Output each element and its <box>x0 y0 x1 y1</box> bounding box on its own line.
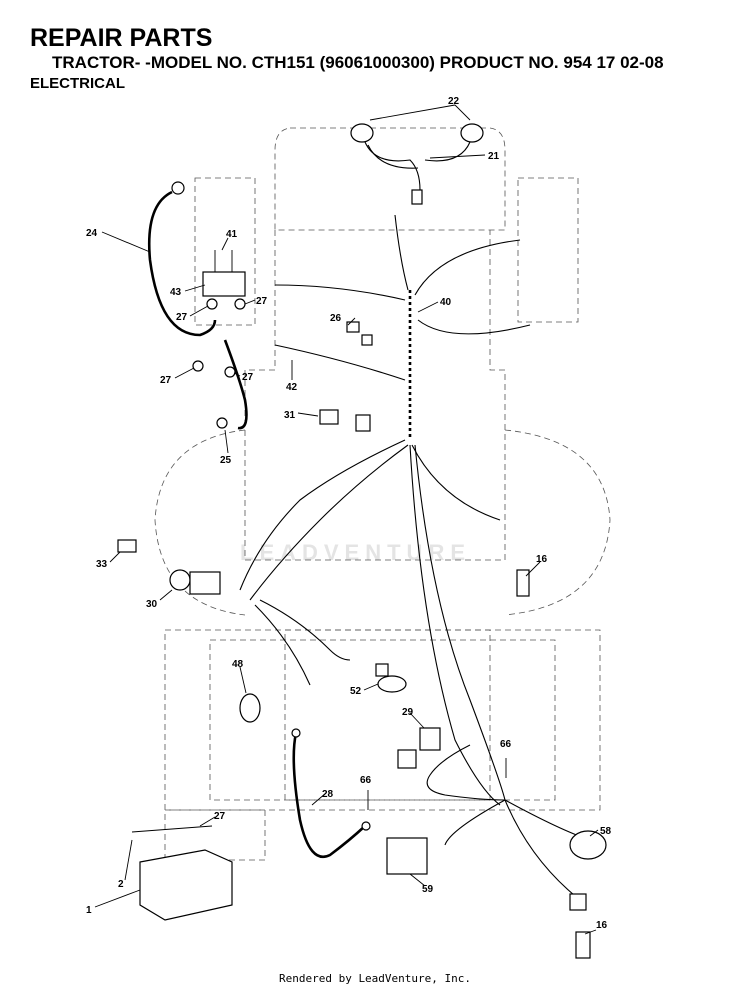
label-27-lower-right: 27 <box>242 372 254 383</box>
label-24: 24 <box>86 228 98 239</box>
label-66-right: 66 <box>500 739 512 750</box>
label-48: 48 <box>232 659 244 670</box>
label-1: 1 <box>86 905 92 916</box>
label-31: 31 <box>284 410 296 421</box>
label-27-lower-left: 27 <box>160 375 172 386</box>
label-40: 40 <box>440 297 452 308</box>
section-name: ELECTRICAL <box>30 75 125 92</box>
label-29: 29 <box>402 707 414 718</box>
label-28: 28 <box>322 789 334 800</box>
leader-lines <box>94 104 599 935</box>
label-42: 42 <box>286 382 298 393</box>
main-harness <box>239 214 591 901</box>
label-66-left: 66 <box>360 775 372 786</box>
page-header: REPAIR PARTS TRACTOR- -MODEL NO. CTH151 … <box>30 24 664 94</box>
footer-credit: Rendered by LeadVenture, Inc. <box>278 972 472 985</box>
label-27-upper-left: 27 <box>176 312 188 323</box>
label-27-upper-right: 27 <box>256 296 268 307</box>
label-33: 33 <box>96 559 108 570</box>
part-labels: 22 21 24 41 43 27 27 27 27 26 40 42 31 2… <box>86 96 612 931</box>
label-43: 43 <box>170 287 182 298</box>
label-58: 58 <box>600 826 612 837</box>
model-subtitle: TRACTOR- -MODEL NO. CTH151 (96061000300)… <box>52 53 664 72</box>
label-22: 22 <box>448 96 460 107</box>
headlight-assembly <box>350 123 484 205</box>
label-41: 41 <box>226 229 238 240</box>
component-parts <box>117 321 607 959</box>
label-30: 30 <box>146 599 158 610</box>
label-25: 25 <box>220 455 232 466</box>
tractor-outline <box>154 127 611 861</box>
label-52: 52 <box>350 686 362 697</box>
label-16-upper: 16 <box>536 554 548 565</box>
label-2: 2 <box>118 879 124 890</box>
label-59: 59 <box>422 884 434 895</box>
watermark: LEADVENTURE <box>240 540 472 565</box>
label-27-battery: 27 <box>214 811 226 822</box>
page-title: REPAIR PARTS <box>30 24 213 52</box>
solenoid-assembly <box>147 181 248 430</box>
label-21: 21 <box>488 151 500 162</box>
label-26: 26 <box>330 313 342 324</box>
label-16-lower: 16 <box>596 920 608 931</box>
